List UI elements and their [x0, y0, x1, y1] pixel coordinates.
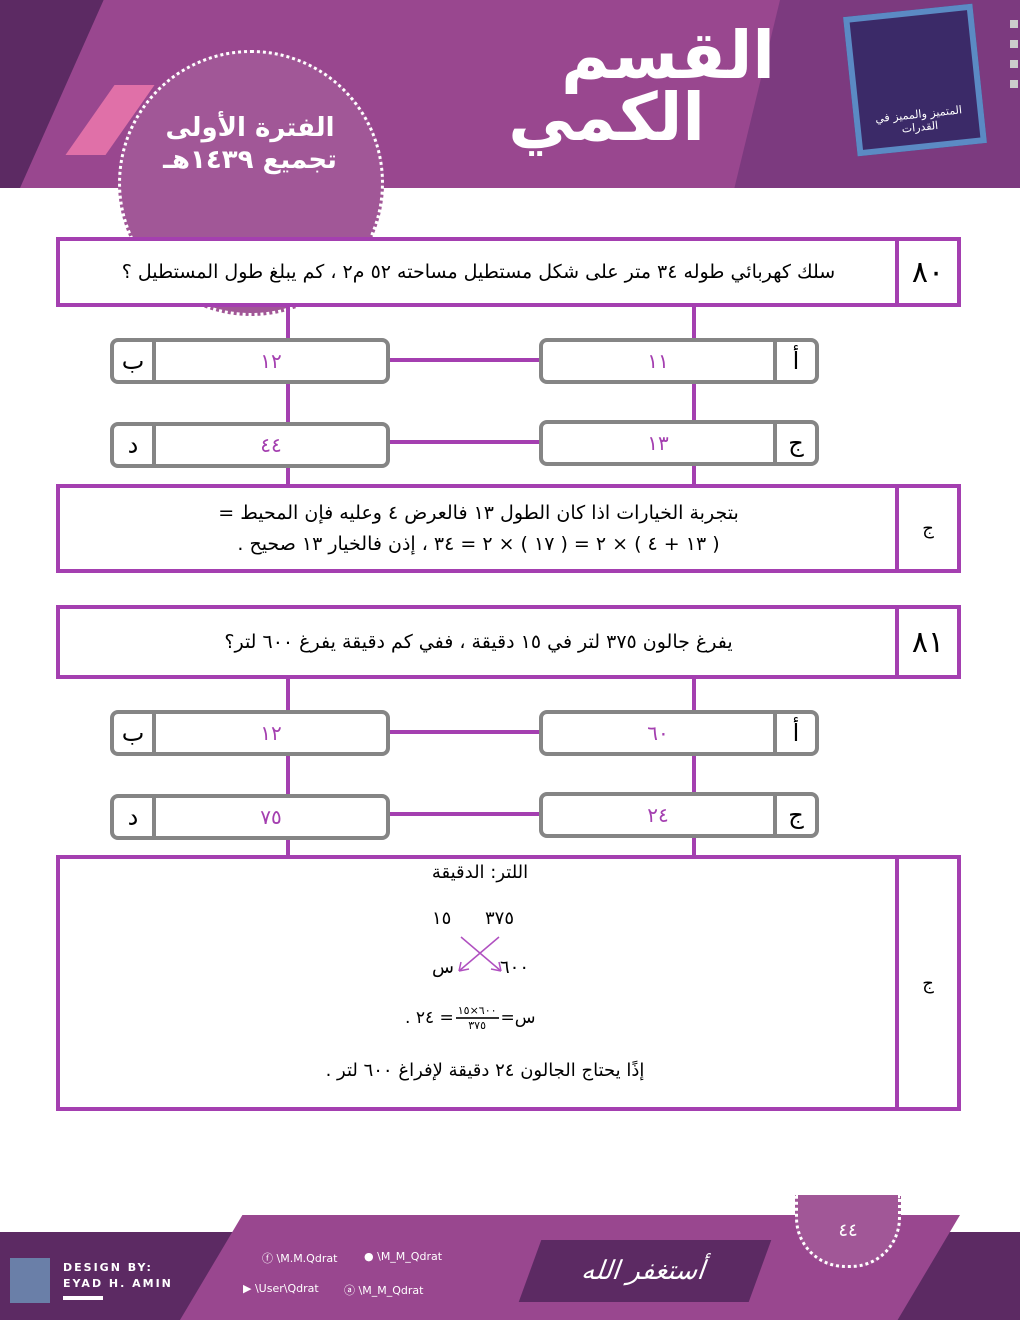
- solution-line: ( ١٣ + ٤ ) × ٢ = ( ١٧ ) × ٢ = ٣٤ ، إذن ف…: [237, 532, 720, 555]
- twitter-icon: ●: [364, 1250, 374, 1263]
- connector: [390, 730, 540, 734]
- question-80: سلك كهربائي طوله ٣٤ متر على شكل مستطيل م…: [56, 237, 961, 307]
- designer-logo: [10, 1258, 50, 1303]
- option-b[interactable]: ب ١٢: [110, 710, 390, 756]
- option-c[interactable]: ج ٢٤: [539, 792, 819, 838]
- option-d[interactable]: د ٤٤: [110, 422, 390, 468]
- question-number: ٨٠: [895, 241, 957, 303]
- logo-text: المتميز والمميز في القدرات: [874, 103, 963, 136]
- answer-80: بتجربة الخيارات اذا كان الطول ١٣ فالعرض …: [56, 484, 961, 573]
- equation-lhs: س=: [500, 1008, 536, 1028]
- period-line1: الفترة الأولى: [165, 113, 335, 143]
- option-letter: ج: [773, 424, 815, 462]
- design-credit: DESIGN BY: EYAD H. AMIN: [63, 1260, 173, 1300]
- connector: [390, 440, 540, 444]
- ask-icon: ⓐ: [344, 1284, 355, 1297]
- option-value: ١١: [647, 349, 669, 373]
- answer-letter: ج: [895, 859, 957, 1107]
- question-number: ٨١: [895, 609, 957, 675]
- connector: [286, 305, 290, 485]
- ratio-value: ٣٧٥: [485, 908, 515, 929]
- option-letter: ج: [773, 796, 815, 834]
- option-letter: د: [114, 798, 156, 836]
- question-81: يفرغ جالون ٣٧٥ لتر في ١٥ دقيقة ، ففي كم …: [56, 605, 961, 679]
- facebook-icon: ⓕ: [262, 1252, 273, 1265]
- ratio-value: ٦٠٠: [500, 957, 530, 978]
- numerator: ٦٠٠×١٥: [455, 1004, 499, 1019]
- calligraphy-text: أستغفر الله: [578, 1256, 712, 1286]
- ratio-value: ١٥: [432, 908, 452, 929]
- decor-square: [1010, 80, 1018, 88]
- question-text: سلك كهربائي طوله ٣٤ متر على شكل مستطيل م…: [121, 260, 836, 283]
- twitter-link[interactable]: ● \M_M_Qdrat: [364, 1250, 442, 1263]
- solution-line: بتجربة الخيارات اذا كان الطول ١٣ فالعرض …: [218, 501, 739, 524]
- title-line2: الكمي: [508, 79, 705, 156]
- calligraphy: أستغفر الله: [518, 1240, 772, 1302]
- option-d[interactable]: د ٧٥: [110, 794, 390, 840]
- ask-link[interactable]: ⓐ \M_M_Qdrat: [344, 1282, 423, 1298]
- option-value: ٤٤: [260, 433, 282, 457]
- denominator: ٣٧٥: [468, 1019, 486, 1032]
- connector: [692, 305, 696, 485]
- solution-text: بتجربة الخيارات اذا كان الطول ١٣ فالعرض …: [70, 488, 887, 569]
- connector: [390, 358, 540, 362]
- option-letter: ب: [114, 342, 156, 380]
- option-value: ٧٥: [260, 805, 282, 829]
- youtube-handle: \User\Qdrat: [254, 1282, 319, 1295]
- solution-conclusion: إذًا يحتاج الجالون ٢٤ دقيقة لإفراغ ٦٠٠ ل…: [325, 1060, 645, 1081]
- answer-letter: ج: [895, 488, 957, 569]
- option-value: ٢٤: [647, 803, 669, 827]
- decor-square: [1010, 20, 1018, 28]
- option-value: ١٢: [260, 349, 282, 373]
- divider: [63, 1296, 103, 1300]
- period-line2: تجميع ١٤٣٩هـ: [163, 145, 337, 175]
- design-by: DESIGN BY:: [63, 1261, 153, 1274]
- connector: [390, 812, 540, 816]
- option-value: ١٣: [647, 431, 669, 455]
- ratio-value: س: [432, 957, 454, 978]
- decor-square: [1010, 40, 1018, 48]
- youtube-link[interactable]: ▶ \User\Qdrat: [243, 1282, 319, 1295]
- equation-result: = ٢٤ .: [405, 1008, 454, 1028]
- option-a[interactable]: أ ٦٠: [539, 710, 819, 756]
- option-a[interactable]: أ ١١: [539, 338, 819, 384]
- answer-81: ج: [56, 855, 961, 1111]
- connector: [286, 678, 290, 856]
- option-c[interactable]: ج ١٣: [539, 420, 819, 466]
- designer-name: EYAD H. AMIN: [63, 1277, 173, 1290]
- page-number-text: ٤٤: [838, 1219, 858, 1241]
- option-b[interactable]: ب ١٢: [110, 338, 390, 384]
- option-letter: أ: [773, 714, 815, 752]
- ask-handle: \M_M_Qdrat: [358, 1284, 424, 1297]
- question-text: يفرغ جالون ٣٧٥ لتر في ١٥ دقيقة ، ففي كم …: [224, 630, 733, 653]
- ratio-header: اللتر: الدقيقة: [431, 862, 529, 883]
- logo: المتميز والمميز في القدرات: [843, 3, 987, 157]
- cross-multiply-arrows-icon: [458, 936, 502, 972]
- option-letter: أ: [773, 342, 815, 380]
- title-line1: القسم: [561, 17, 775, 94]
- decor-square: [1010, 60, 1018, 68]
- option-letter: ب: [114, 714, 156, 752]
- twitter-handle: \M_M_Qdrat: [377, 1250, 443, 1263]
- option-letter: د: [114, 426, 156, 464]
- facebook-link[interactable]: ⓕ \M.M.Qdrat: [262, 1250, 337, 1266]
- youtube-icon: ▶: [243, 1282, 252, 1295]
- facebook-handle: \M.M.Qdrat: [276, 1252, 338, 1265]
- connector: [692, 678, 696, 856]
- option-value: ١٢: [260, 721, 282, 745]
- option-value: ٦٠: [647, 721, 669, 745]
